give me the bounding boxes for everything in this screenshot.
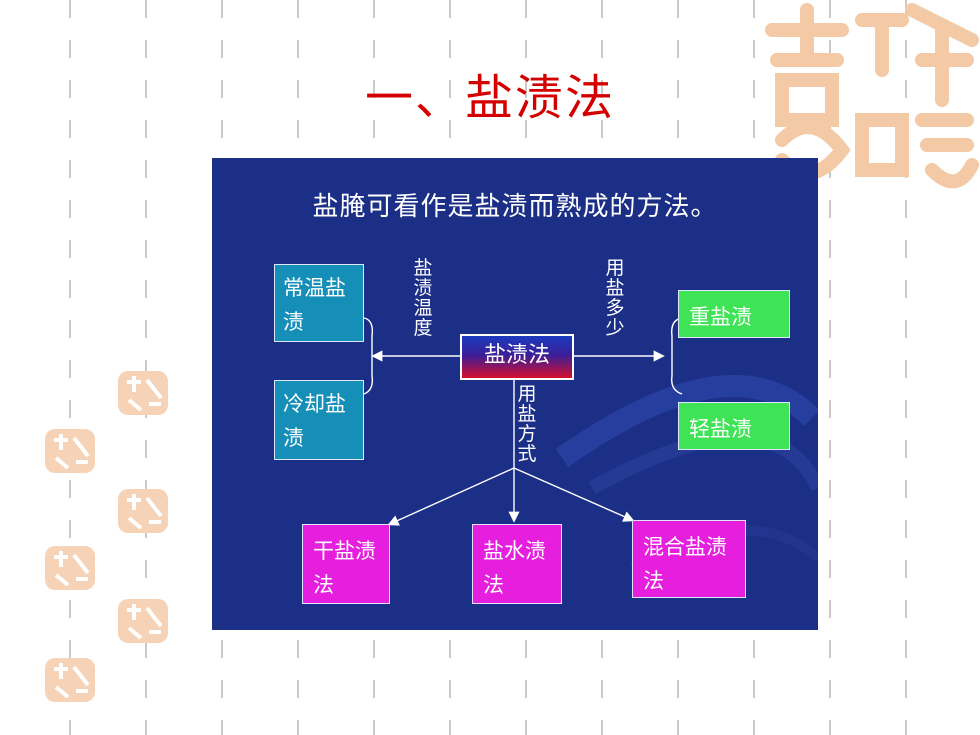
label-salting-temperature: 盐渍温度: [413, 257, 433, 339]
auspicious-seal-small: [45, 658, 95, 702]
node-salting-method: 盐渍法: [460, 334, 574, 380]
label-salt-application-method: 用盐方式: [517, 383, 537, 465]
node-mixed-salting: 混合盐渍法: [632, 520, 746, 598]
auspicious-seal-large: [765, 3, 979, 189]
auspicious-seal-small: [45, 429, 95, 473]
diagram-heading: 盐腌可看作是盐渍而熟成的方法。: [312, 192, 718, 222]
auspicious-seal-small: [118, 371, 168, 415]
node-chilled-salting: 冷却盐渍: [274, 380, 364, 460]
diagram-connectors: [363, 317, 683, 526]
node-brine-salting: 盐水渍法: [472, 524, 562, 604]
auspicious-seal-small: [118, 599, 168, 643]
diagram-panel: 盐腌可看作是盐渍而熟成的方法。 常温盐渍 冷却盐渍 盐渍温度 盐渍法 用盐多少 …: [212, 158, 818, 630]
slide-title: 一、盐渍法: [364, 70, 615, 126]
node-dry-salting: 干盐渍法: [302, 524, 390, 604]
label-salt-amount: 用盐多少: [605, 257, 625, 339]
node-heavy-salting: 重盐渍: [678, 290, 790, 338]
auspicious-seal-small: [118, 489, 168, 533]
node-room-temperature-salting: 常温盐渍: [274, 264, 364, 342]
node-light-salting: 轻盐渍: [678, 402, 790, 450]
auspicious-seal-small: [45, 546, 95, 590]
